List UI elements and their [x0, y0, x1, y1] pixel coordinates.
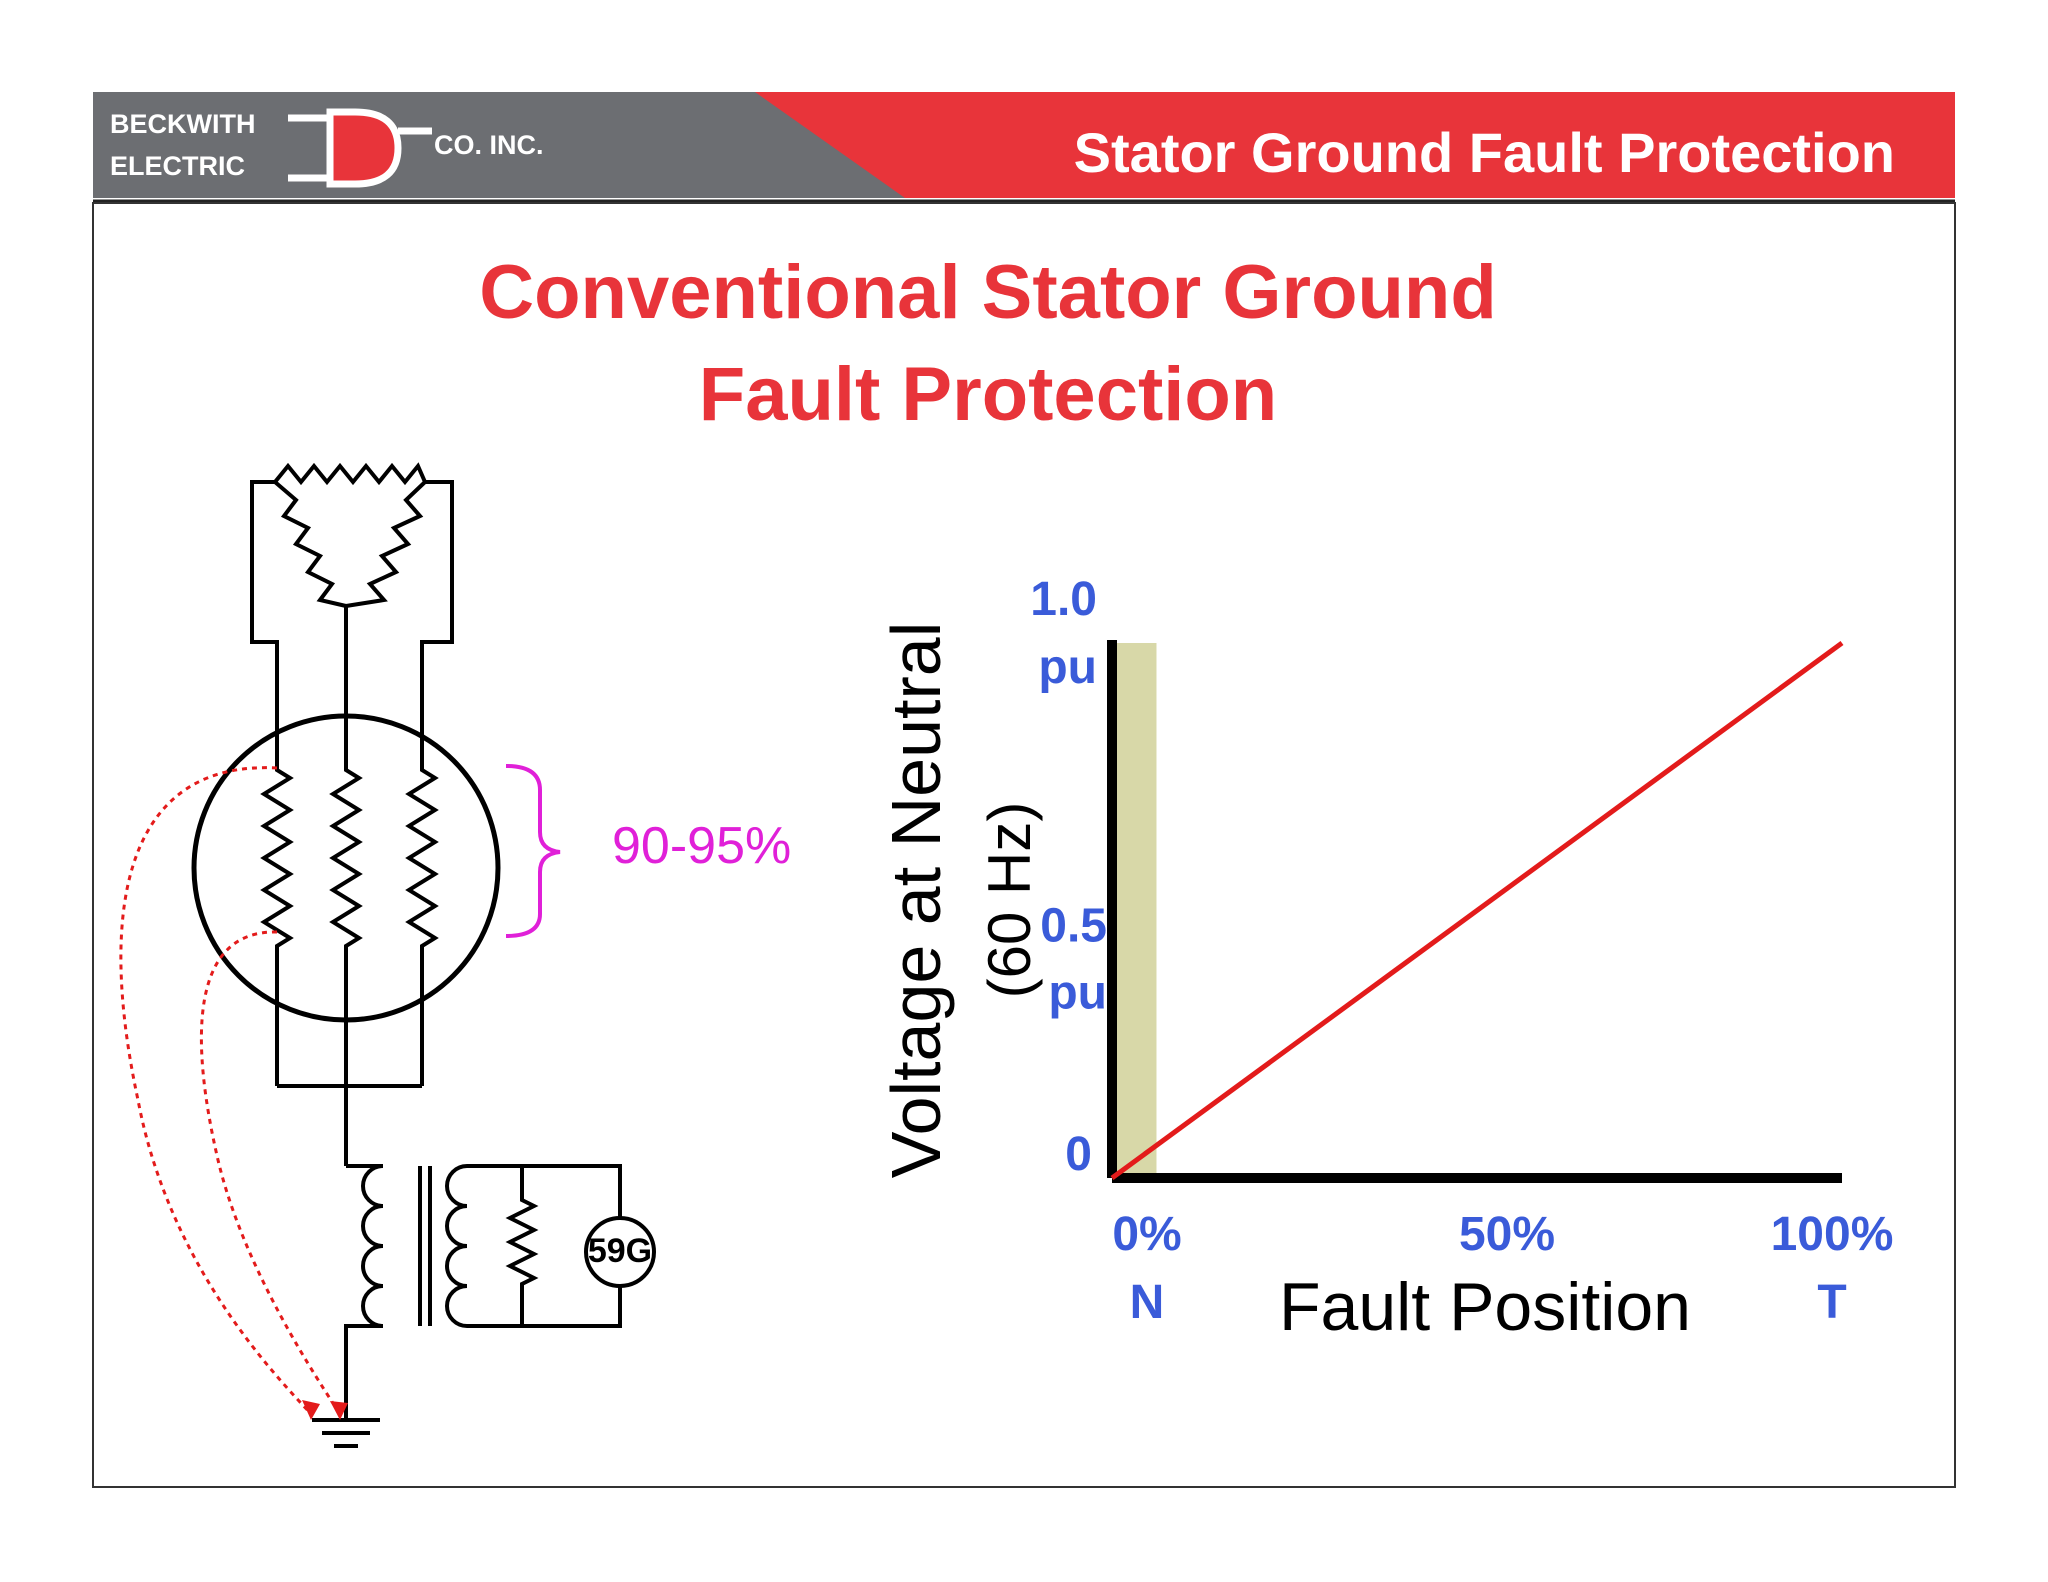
y-tick-label: 0.5 — [1040, 900, 1107, 953]
y-axis-label-line2: (60 Hz) — [976, 802, 1043, 999]
section-title: Stator Ground Fault Protection — [1074, 121, 1895, 184]
x-tick-sublabel: N — [1130, 1276, 1165, 1329]
logo-d-mark — [326, 108, 402, 188]
header-bar: BECKWITH ELECTRIC CO. INC. Stator Ground… — [93, 92, 1955, 203]
y-tick-sublabel: pu — [1048, 967, 1107, 1020]
lead-a-upper — [250, 480, 279, 724]
loading-resistor — [505, 1166, 539, 1326]
phase-windings — [260, 716, 439, 1086]
secondary-bottom — [467, 1286, 622, 1328]
x-axis-label: Fault Position — [1279, 1269, 1691, 1345]
x-tick-label: 0% — [1112, 1208, 1181, 1261]
ground-symbol — [312, 1418, 380, 1448]
logo-line2: ELECTRIC — [110, 151, 245, 181]
fault-current-paths — [119, 766, 342, 1416]
relay-59g-circle — [584, 1216, 656, 1288]
grounding-transformer — [344, 1164, 468, 1420]
x-tick-label: 100% — [1771, 1208, 1894, 1261]
slide-frame — [92, 202, 1956, 1488]
y-tick-sublabel: pu — [1038, 641, 1097, 694]
series-line — [1110, 640, 1844, 1181]
fault-arrow-upper — [302, 1400, 320, 1420]
generator-circuit-diagram — [191, 462, 656, 1448]
fault-arrow-lower — [330, 1401, 348, 1420]
fault-path-lower — [200, 930, 342, 1415]
coverage-brace — [505, 764, 561, 938]
logo-line1: BECKWITH — [110, 109, 255, 139]
x-tick-sublabel: T — [1817, 1276, 1846, 1329]
y-axis-label-line1: Voltage at Neutral — [877, 622, 955, 1178]
delta-winding — [273, 462, 427, 608]
neutral-voltage-chart: 0 0.5 pu 1.0 pu 0% N 50% 100% T Fault Po… — [877, 573, 1893, 1345]
lead-c-upper — [420, 480, 454, 724]
x-tick-label: 50% — [1459, 1208, 1555, 1261]
shaded-uncovered-band — [1112, 643, 1157, 1178]
y-tick-label: 1.0 — [1030, 573, 1097, 626]
relay-59g-label: 59G — [588, 1232, 652, 1270]
y-tick-label: 0 — [1065, 1128, 1092, 1181]
logo-suffix: CO. INC. — [434, 130, 544, 160]
winding-coverage-label: 90-95% — [612, 817, 791, 875]
company-logo: BECKWITH ELECTRIC CO. INC. — [110, 108, 544, 188]
fault-path-upper — [119, 766, 313, 1416]
slide-title-line1: Conventional Stator Ground — [479, 250, 1497, 335]
secondary-top — [467, 1164, 622, 1218]
slide-title-line2: Fault Protection — [699, 352, 1277, 437]
